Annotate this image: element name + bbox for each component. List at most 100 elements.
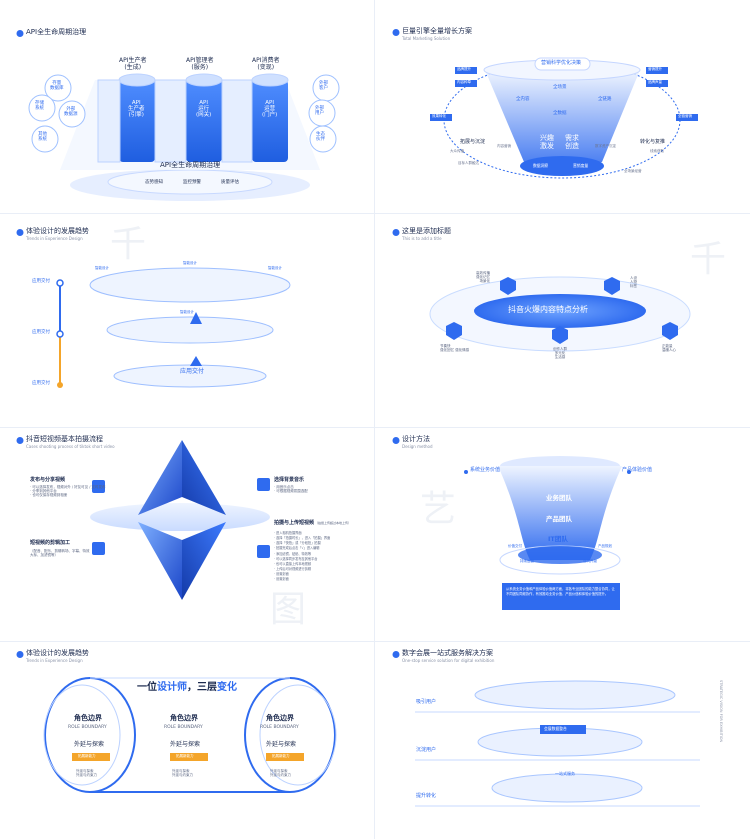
step-desc: · 用音乐点击 · 可根据视频氛围选配 [274,485,308,493]
slide-title: 这里是添加标题 [402,227,451,235]
source-item: 存储 系统 [35,101,44,111]
slide-title: 抖音短视频基本拍摄流程 [26,435,103,443]
base-item: 态势感知 [145,180,163,185]
slide-title: 体验设计的发展趋势 [26,227,89,235]
title-bullet-icon [16,229,24,236]
note: 内容营销 [497,144,511,148]
headline-part: 一位 [137,682,157,693]
base-label: 应用交付 [180,368,205,375]
title-bullet-icon [392,651,400,658]
right-label: 转化与复推 [640,139,666,145]
column-title: 角色边界 [266,714,294,722]
slide-title: 体验设计的发展趋势 [26,649,89,657]
tag: 营销提升 [648,67,662,71]
feature-text: 创作人群 多元化 生活感 [553,347,567,359]
tier-label: 吸引用户 [416,699,437,705]
vertical-divider [374,0,375,839]
step-title: 发布与分享视频 [30,477,66,483]
column-title: 角色边界 [74,714,102,722]
slide-title: 设计方法 [402,435,430,443]
funnel-item: 全内容 [516,97,530,102]
step-note: （拍摄上传超过本地上传） [315,521,352,525]
column-title: 角色边界 [170,714,198,722]
step-desc: （配音、配乐、剪辑转场、字幕、特效大标、加滤镜等） [30,549,90,557]
row-divider [0,213,750,214]
timeline-label: 应用交付 [32,279,50,284]
ring-label: 智能设计 [268,266,282,270]
timeline-label: 应用交付 [32,381,50,386]
base-item: 监控预警 [183,180,201,185]
watermark: 图 [270,589,307,630]
slide-subtitle: One-stop service solution for digital ex… [402,658,495,663]
note: 目标人群触达 [458,161,479,165]
headline-part: 变化 [217,682,237,693]
side-caption: STRATEGIC VISION FOR EXHIBITION [718,680,723,743]
low-label: 一站式服务 [555,771,575,776]
title-bullet-icon [16,437,24,444]
title-bullet-icon [392,229,400,236]
feature-text: 正能量 温暖人心 [662,344,676,352]
step-title: 选择背景音乐 [274,477,305,483]
column-sub: 外延与探索 [74,741,105,748]
bottom-label: 数据洞察 [533,163,549,168]
base-title: API全生命周期治理 [160,161,221,169]
tier-label: 提升转化 [416,793,437,799]
ring-label: 智能设计 [183,261,197,265]
funnel-item: 全场景 [553,85,567,90]
tag: 品牌声量 [648,80,662,84]
column-tag: 拓展新能力 [272,754,290,758]
slide-subtitle: Cases shooting process of tiktok short v… [26,444,115,449]
column-en: ROLE BOUNDARY [164,725,203,730]
center-word: 需求 创造 [565,134,579,150]
headline-part: ，三层 [187,682,217,693]
step-desc: · 进入相机拍摄界面 · 选择「拍摄时长」，进入「拍摄」界面 · 选择「快拍」或… [274,531,331,582]
column-en: ROLE BOUNDARY [68,725,107,730]
note: 线索获取 [650,149,664,153]
step-title: 短视频的剪辑加工 [30,540,71,546]
slide-subtitle: Trends in Experience Design [26,658,83,663]
side-value: 系统业务价值 [470,467,501,473]
source-item: 外部 数据源 [64,107,78,117]
note: 大众传播 [450,149,464,153]
team-band: 业务团队 [546,494,572,502]
consumer-item: 外部 用户 [315,106,324,116]
column-sub: 外延与探索 [266,741,297,748]
small-label: 价值交付 [508,544,522,548]
bottom-label: 营销度量 [573,163,589,168]
consumer-item: 外部 客户 [319,81,328,91]
slide-subtitle: Trends in Experience Design [26,236,83,241]
side-value: 产品体验价值 [622,467,653,473]
slide-subtitle: Total Marketing Solution [402,36,451,41]
step-title: 拍摄与上传短视频 [274,520,315,526]
column-foot: 外延与探索 外延与约束力 [270,769,291,777]
tier-label: 沉淀用户 [416,747,437,753]
method-description: 从系统业务价值和产品体验价值两方面，将各专业团队的能力整合协同，让不同团队同频协… [506,587,615,596]
small-label: 持续运营 [520,559,534,563]
note: 全场景经营 [624,169,642,173]
center-title: 抖音火爆内容特点分析 [508,305,588,314]
column-tag: 拓展新能力 [176,754,194,758]
slide-subtitle: Design method [402,444,433,449]
column-tag: 拓展新能力 [78,754,96,758]
consumer-item: 生态 伙伴 [316,132,325,142]
bar-producer: API 生产者 (引擎) [128,100,145,119]
headline-part: 设计师 [157,682,187,693]
feature-text: 节奏快 强化回忆 强化情感 [440,344,470,352]
title-bullet-icon [16,30,24,37]
bar-runtime: API 运行 (网关) [196,100,212,119]
slide-title: 数字会展一站式服务解决方案 [402,649,493,657]
step-desc: · 可以选择发布，视频对外 / 好友可见 / 定时发布 · 分享到其他平台 · … [30,485,106,497]
watermark: 千 [690,239,727,280]
tag: 内容种草 [457,80,471,84]
title-bullet-icon [392,437,400,444]
center-word: 兴趣 激发 [540,134,554,150]
producer-label: API生产者 (生成) [119,57,147,71]
tag: 全链营销 [678,114,692,118]
manager-label: API管理者 (服务) [186,57,214,71]
column-foot: 外延与探索 外延与约束力 [172,769,193,777]
column-foot: 外延与探索 外延与约束力 [76,769,97,777]
column-en: ROLE BOUNDARY [260,725,299,730]
title-bullet-icon [392,29,400,36]
headline: 一位设计师，三层变化 [137,682,237,693]
